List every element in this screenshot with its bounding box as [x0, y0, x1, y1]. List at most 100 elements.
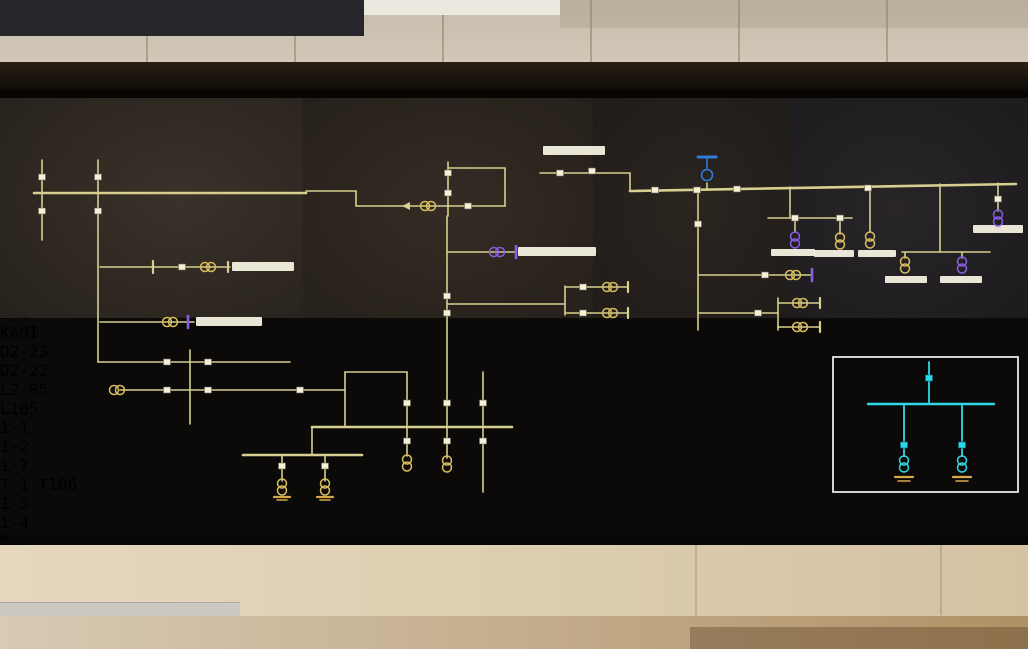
transformer-winding-icon [607, 281, 619, 293]
analog-bar [885, 276, 927, 283]
breaker[interactable] [178, 263, 186, 271]
ceiling-dark-section [0, 0, 364, 36]
breaker[interactable] [38, 207, 46, 215]
breaker[interactable] [733, 185, 741, 193]
breaker[interactable] [321, 462, 329, 470]
transformer-winding-icon [956, 263, 968, 274]
breaker[interactable] [163, 358, 171, 366]
breaker[interactable] [278, 462, 286, 470]
videowall-frame-bottom [0, 537, 1028, 547]
breaker[interactable] [836, 214, 844, 222]
transformer-winding-icon [789, 231, 801, 242]
device-label: T-1 T106 [0, 475, 78, 494]
breaker[interactable] [900, 441, 908, 449]
capacitor-bank-icon [700, 168, 714, 182]
transformer-winding-icon [899, 256, 911, 267]
transformer-winding-icon [199, 261, 211, 273]
breaker[interactable] [693, 186, 701, 194]
device-label: 1-2 [0, 437, 29, 456]
transformer-winding-icon [425, 200, 437, 212]
breaker[interactable] [403, 437, 411, 445]
wall-valance [0, 62, 1028, 92]
breaker[interactable] [444, 169, 452, 177]
breaker[interactable] [464, 202, 472, 210]
transformer-winding-icon [167, 316, 179, 328]
breaker[interactable] [994, 195, 1002, 203]
desk-shadow [690, 627, 1028, 649]
power-line [628, 182, 1018, 193]
breaker[interactable] [443, 399, 451, 407]
analog-bar [973, 225, 1023, 233]
breaker[interactable] [958, 441, 966, 449]
breaker[interactable] [204, 386, 212, 394]
inset-box-border [832, 356, 1019, 493]
transformer-winding-icon [488, 246, 500, 258]
breaker[interactable] [479, 399, 487, 407]
transformer-winding-icon [419, 200, 431, 212]
transformer-winding-icon [834, 232, 846, 243]
breaker[interactable] [296, 386, 304, 394]
device-label: 1-7 [0, 456, 29, 475]
breaker[interactable] [864, 184, 872, 192]
breaker[interactable] [443, 292, 451, 300]
breaker[interactable] [588, 167, 596, 175]
analog-bar [771, 249, 815, 256]
breaker[interactable] [94, 207, 102, 215]
transformer-winding-icon [790, 269, 802, 281]
transformer-winding-icon [791, 297, 803, 309]
breaker[interactable] [761, 271, 769, 279]
breaker[interactable] [579, 309, 587, 317]
transformer-winding-icon [864, 238, 876, 249]
breaker[interactable] [754, 309, 762, 317]
transformer-winding-icon [401, 461, 413, 472]
ceiling-shade [560, 0, 1028, 28]
analog-bar [543, 146, 605, 155]
analog-bar [518, 247, 596, 256]
breaker[interactable] [443, 437, 451, 445]
breaker[interactable] [204, 358, 212, 366]
transformer-winding-icon [319, 478, 331, 489]
transformer-winding-icon [276, 485, 288, 496]
device-label: 1-5 [0, 494, 29, 513]
breaker[interactable] [556, 169, 564, 177]
transformer-winding-icon [601, 281, 613, 293]
wall-seam [695, 545, 697, 615]
transformer-winding-icon [791, 321, 803, 333]
breaker[interactable] [479, 437, 487, 445]
device-label: D2-22 [0, 361, 49, 380]
breaker[interactable] [791, 214, 799, 222]
analog-bar [232, 262, 294, 271]
transformer-winding-icon [401, 454, 413, 465]
device-label: L105 [0, 399, 39, 418]
breaker[interactable] [403, 399, 411, 407]
transformer-winding-icon [956, 455, 968, 466]
transformer-winding-icon [898, 462, 910, 473]
device-label: 1-4 [0, 513, 29, 532]
transformer-winding-icon [992, 216, 1004, 227]
transformer-winding-icon [797, 297, 809, 309]
breaker[interactable] [38, 173, 46, 181]
transformer-winding-icon [441, 462, 453, 473]
ceiling-light-fixture [364, 0, 560, 15]
analog-bar [858, 250, 896, 257]
transformer-winding-icon [784, 269, 796, 281]
transformer-winding-icon [956, 462, 968, 473]
wood-desk [0, 616, 1028, 649]
transformer-winding-icon [108, 384, 120, 396]
transformer-winding-icon [607, 307, 619, 319]
breaker[interactable] [443, 309, 451, 317]
breaker[interactable] [444, 189, 452, 197]
breaker[interactable] [579, 283, 587, 291]
transformer-winding-icon [276, 478, 288, 489]
videowall-frame-top [0, 90, 1028, 98]
monitor-panel [0, 98, 303, 318]
breaker[interactable] [163, 386, 171, 394]
breaker[interactable] [694, 220, 702, 228]
breaker[interactable] [925, 374, 933, 382]
breaker[interactable] [94, 173, 102, 181]
transformer-winding-icon [834, 239, 846, 250]
breaker[interactable] [651, 186, 659, 194]
transformer-winding-icon [319, 485, 331, 496]
transformer-winding-icon [797, 321, 809, 333]
device-label: 1-1 [0, 418, 29, 437]
